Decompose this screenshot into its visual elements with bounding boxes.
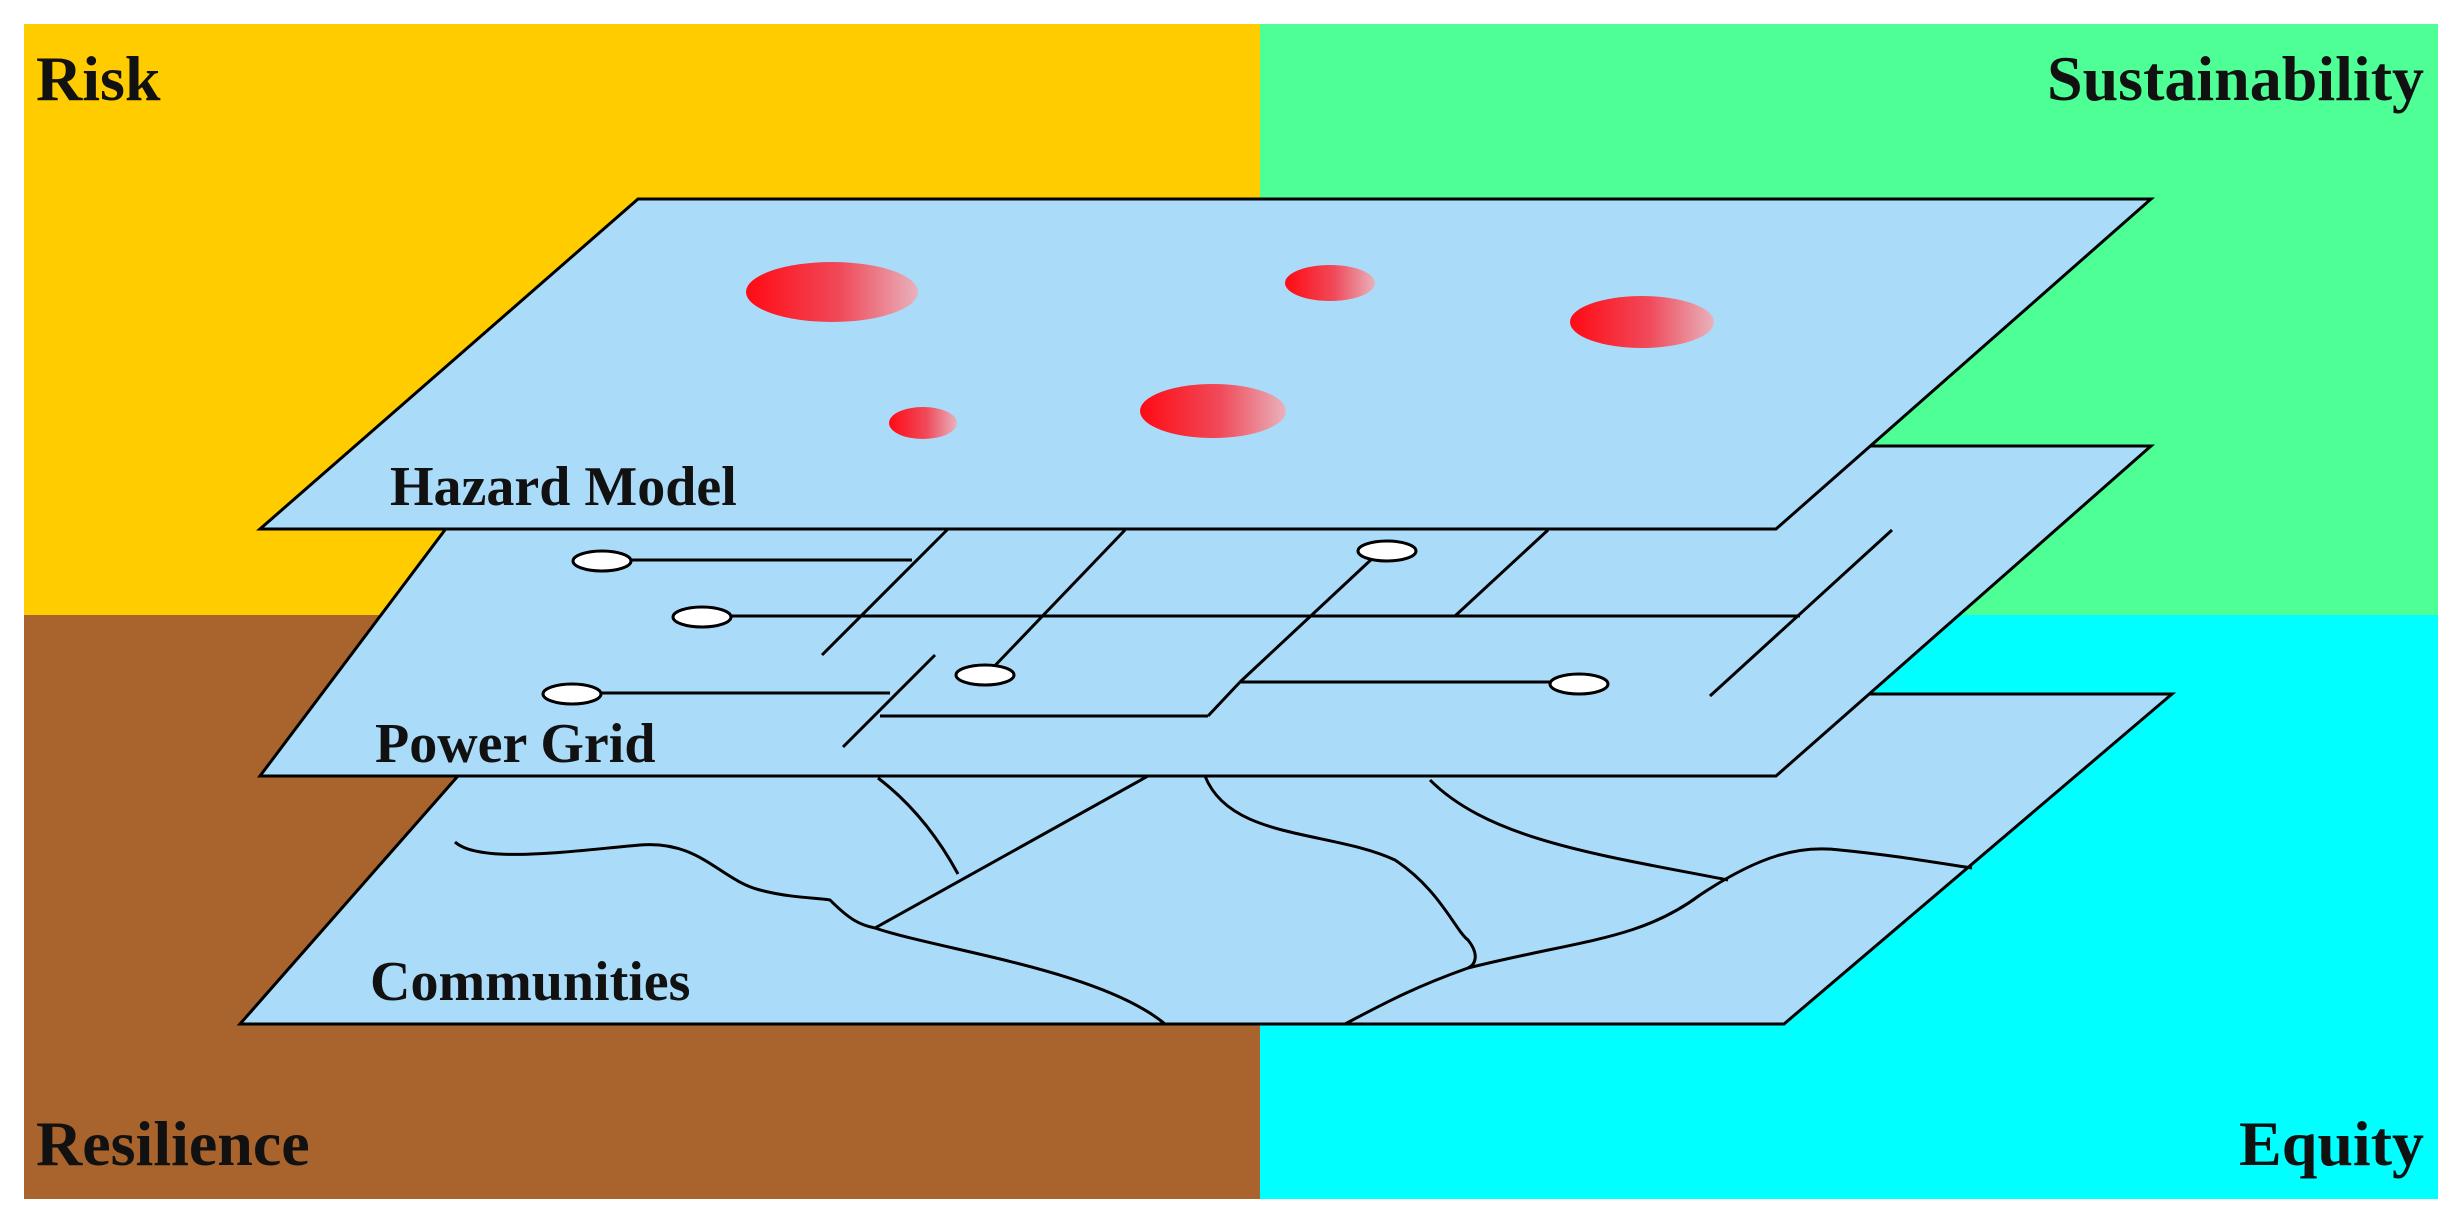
- layer-label-hazard-model: Hazard Model: [390, 456, 737, 518]
- grid-node: [671, 605, 733, 629]
- quadrant-label-equity: Equity: [2239, 1108, 2424, 1179]
- grid-node: [954, 663, 1016, 687]
- quadrant-label-sustainability: Sustainability: [2047, 43, 2424, 114]
- grid-node: [541, 682, 603, 706]
- hazard-zone: [1570, 296, 1714, 348]
- layer-label-power-grid: Power Grid: [375, 713, 655, 775]
- hazard-zone: [746, 262, 918, 322]
- hazard-model-plane: [256, 197, 2155, 531]
- grid-node: [1356, 539, 1418, 563]
- layer-label-communities: Communities: [370, 951, 690, 1013]
- hazard-zones: [746, 262, 1714, 439]
- grid-node: [571, 549, 633, 573]
- grid-nodes: [541, 539, 1610, 706]
- quadrant-label-resilience: Resilience: [36, 1108, 310, 1179]
- hazard-zone: [1285, 265, 1375, 301]
- hazard-zone: [1140, 384, 1286, 438]
- grid-lines: [575, 520, 1894, 749]
- hazard-zone: [889, 407, 957, 439]
- layer-hazard-model: Hazard Model: [256, 197, 2155, 531]
- grid-node: [1548, 672, 1610, 696]
- community-boundaries: [453, 774, 1973, 1026]
- quadrant-label-risk: Risk: [36, 43, 161, 114]
